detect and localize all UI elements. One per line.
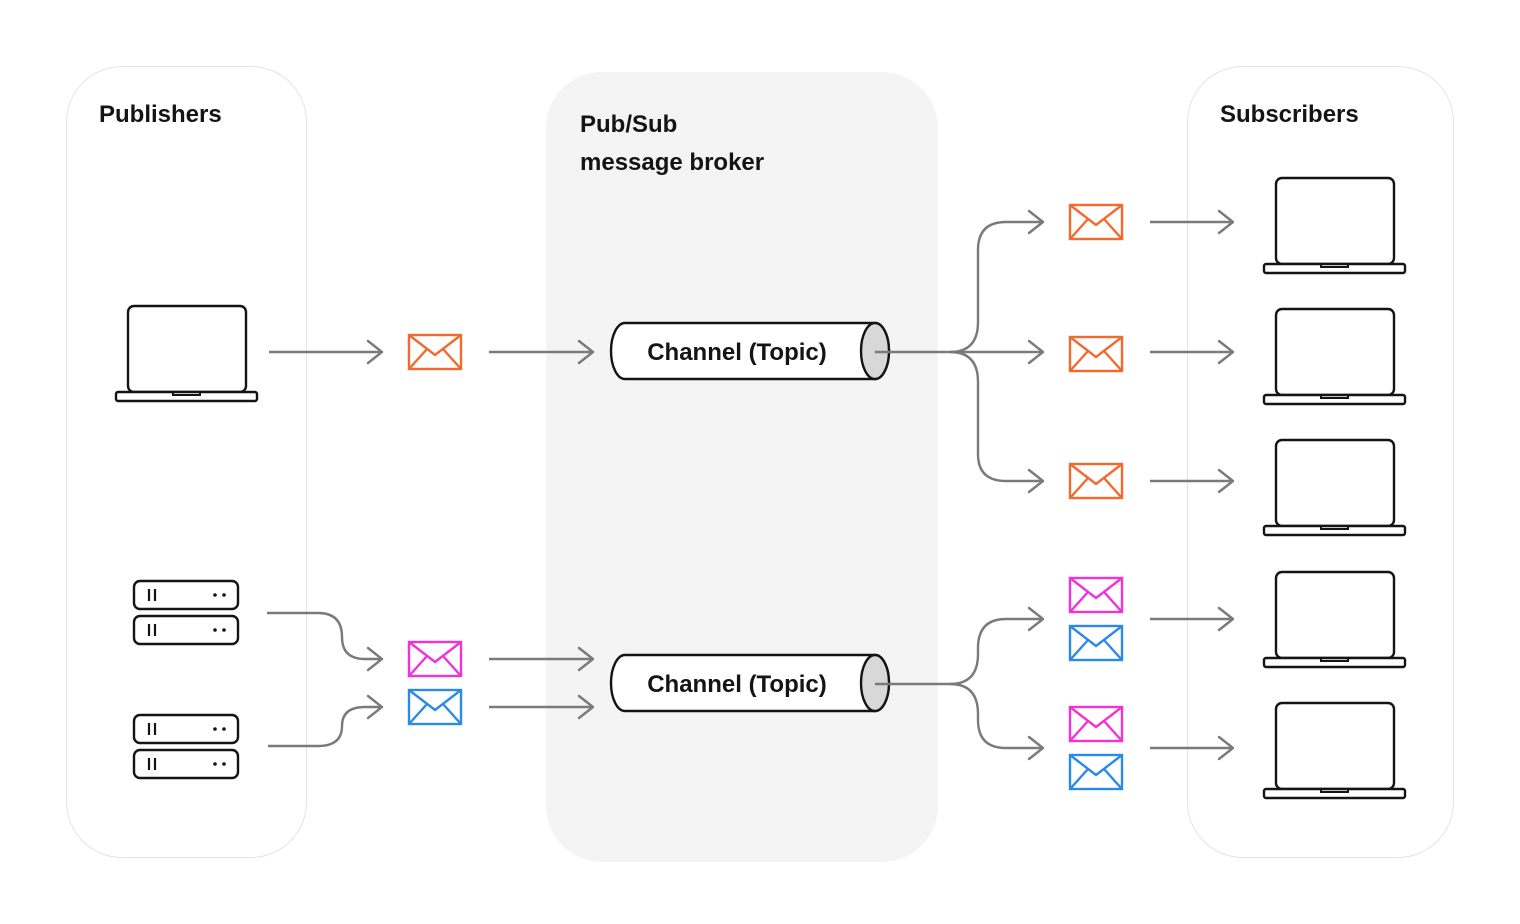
broker-title-line1: Pub/Sub	[580, 111, 678, 138]
fanout-arrows	[875, 220, 1042, 483]
blue-envelope-icon	[1068, 624, 1124, 662]
orange-envelope-icon	[407, 333, 463, 371]
channel-cylinder: Channel (Topic)	[609, 321, 891, 381]
blue-envelope-icon	[407, 688, 463, 726]
subscriber-laptop-icon	[1262, 570, 1407, 669]
subscriber-laptop-icon	[1262, 307, 1407, 406]
arrow	[489, 646, 595, 672]
publisher-server-icon	[132, 579, 240, 646]
orange-envelope-icon	[1068, 462, 1124, 500]
arrow	[268, 694, 384, 748]
orange-envelope-icon	[1068, 335, 1124, 373]
fanout-arrows	[875, 617, 1042, 750]
pink-envelope-icon	[1068, 705, 1124, 743]
channel-label: Channel (Topic)	[647, 339, 827, 366]
subscriber-laptop-icon	[1262, 701, 1407, 800]
publisher-server-icon	[132, 713, 240, 780]
blue-envelope-icon	[1068, 753, 1124, 791]
channel-cylinder: Channel (Topic)	[609, 653, 891, 713]
broker-panel	[546, 72, 938, 862]
publishers-title: Publishers	[99, 101, 222, 128]
pink-envelope-icon	[1068, 576, 1124, 614]
pink-envelope-icon	[407, 640, 463, 678]
subscribers-title: Subscribers	[1220, 101, 1359, 128]
orange-envelope-icon	[1068, 203, 1124, 241]
subscriber-laptop-icon	[1262, 438, 1407, 537]
arrow	[269, 339, 384, 365]
arrow	[267, 611, 384, 672]
subscriber-laptop-icon	[1262, 176, 1407, 275]
subscriber-arrows	[1150, 220, 1232, 750]
arrow	[489, 339, 595, 365]
channel-label: Channel (Topic)	[647, 671, 827, 698]
publisher-laptop-icon	[114, 304, 259, 403]
arrow	[489, 694, 595, 720]
broker-title-line2: message broker	[580, 149, 765, 176]
